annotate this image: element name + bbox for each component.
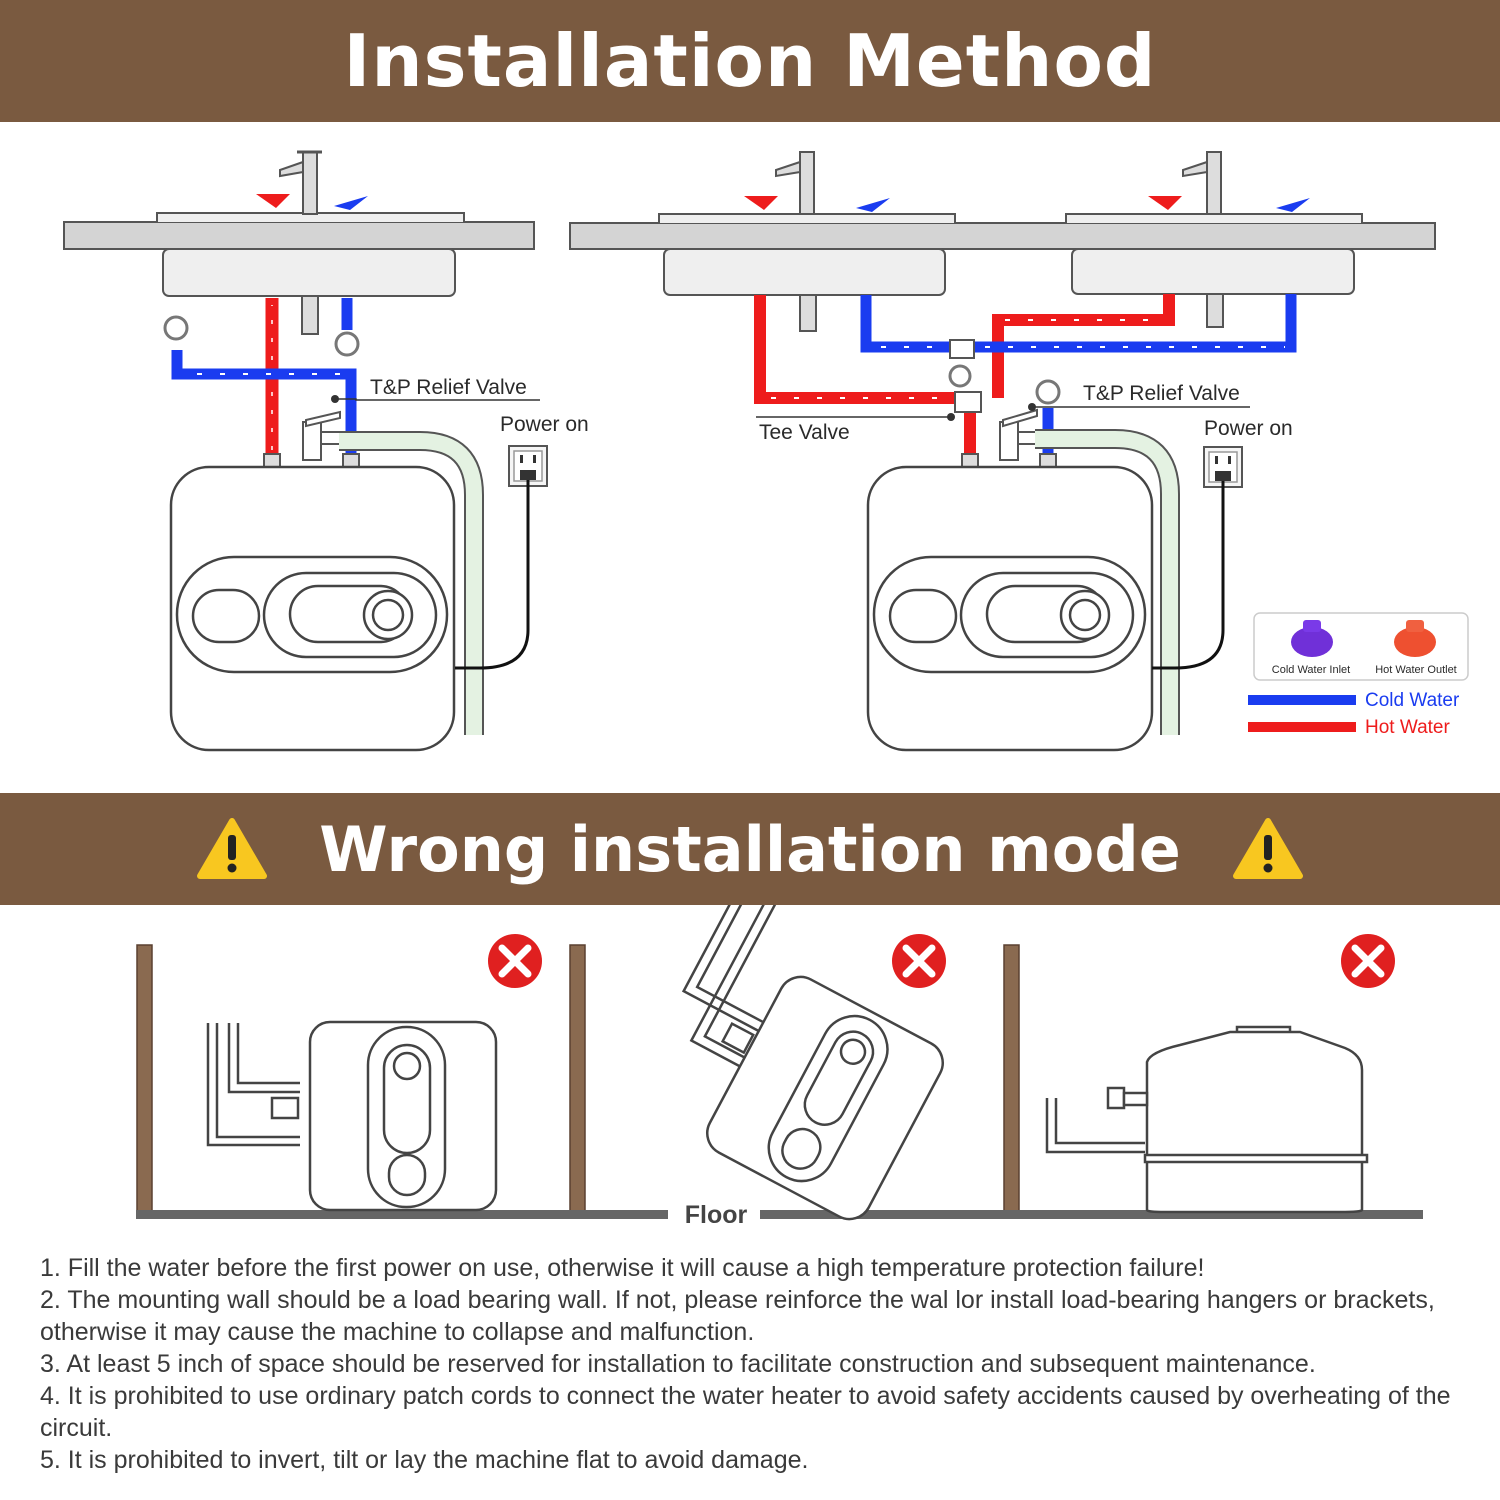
power-cord [1152, 481, 1225, 670]
wrong-mark-icon [1341, 934, 1395, 988]
wall [1003, 944, 1020, 1212]
drain-pipe [1206, 293, 1224, 328]
cold-handle-icon [856, 198, 890, 212]
installation-notes: 1. Fill the water before the first power… [40, 1252, 1470, 1476]
warning-icon [1232, 818, 1303, 879]
tee-valve-icon [948, 339, 982, 413]
hot-handle-icon [1148, 196, 1182, 210]
floor-line [136, 1210, 668, 1219]
tp-relief-valve-label: T&P Relief Valve [1083, 382, 1240, 405]
drain-hose [339, 433, 482, 735]
hot-handle-icon [256, 194, 290, 208]
single-sink-installation: T&P Relief Valve Power on [63, 150, 589, 752]
installation-method-banner: Installation Method [0, 0, 1500, 122]
warning-icon [197, 818, 268, 879]
cold-water-pipe [171, 298, 357, 455]
wrong-installation-banner: Wrong installation mode [0, 793, 1500, 905]
tp-relief-valve-icon [999, 408, 1038, 461]
valve-ring-icon [334, 331, 360, 357]
countertop [569, 222, 1436, 250]
hot-water-legend-label: Hot Water [1365, 717, 1450, 738]
note-item: 2. The mounting wall should be a load be… [40, 1286, 1435, 1346]
wall [569, 944, 586, 1212]
drain-pipe [799, 294, 817, 332]
note-item: 4. It is prohibited to use ordinary patc… [40, 1382, 1451, 1442]
tp-relief-valve-label: T&P Relief Valve [370, 376, 527, 399]
cold-water-legend-label: Cold Water [1365, 690, 1460, 711]
installation-method-title: Installation Method [343, 19, 1157, 103]
tee-valve-label: Tee Valve [759, 421, 850, 444]
tilted-heater [681, 858, 944, 1221]
sink-basin [663, 248, 946, 296]
hot-water-pipe [754, 294, 1175, 458]
hot-outlet-cap-icon [1394, 620, 1436, 657]
sideways-heater [206, 1020, 498, 1212]
power-outlet-icon [1203, 446, 1243, 488]
power-cord [455, 480, 530, 670]
note-item: 1. Fill the water before the first power… [40, 1254, 1205, 1282]
faucet-icon [775, 151, 815, 215]
floor-line [760, 1210, 1423, 1219]
valve-ring-icon [163, 315, 189, 341]
hot-water-swatch [1248, 722, 1356, 732]
wrong-mark-icon [892, 934, 946, 988]
cold-inlet-label: Cold Water Inlet [1272, 664, 1350, 676]
note-item: 3. At least 5 inch of space should be re… [40, 1350, 1316, 1378]
water-heater-unit [866, 465, 1154, 752]
flat-heater [1045, 1025, 1369, 1214]
cold-inlet-cap-icon [1291, 620, 1333, 657]
floor-label: Floor [685, 1201, 748, 1229]
drain-pipe [301, 295, 319, 335]
sink-basin [162, 248, 456, 297]
drain-hose [1035, 431, 1178, 735]
faucet-icon [279, 150, 322, 215]
tp-relief-valve-icon [302, 410, 342, 461]
power-on-label: Power on [1204, 417, 1293, 440]
faucet-icon [1182, 151, 1222, 215]
hot-handle-icon [744, 196, 778, 210]
cold-water-swatch [1248, 695, 1356, 705]
water-heater-unit [169, 465, 456, 752]
valve-ring-icon [1035, 379, 1061, 405]
note-item: 5. It is prohibited to invert, tilt or l… [40, 1446, 809, 1474]
legend: Cold Water Inlet Hot Water Outlet Cold W… [1248, 612, 1469, 738]
wrong-mark-icon [488, 934, 542, 988]
wrong-installation-title: Wrong installation mode [319, 812, 1181, 886]
wall [136, 944, 153, 1212]
double-sink-installation: Tee Valve T&P Relief Valve Power on [569, 151, 1436, 752]
wrong-installation-panels: Floor [136, 858, 1423, 1229]
hot-outlet-label: Hot Water Outlet [1375, 664, 1457, 676]
sink-basin [1071, 248, 1355, 295]
countertop [63, 221, 535, 250]
power-on-label: Power on [500, 413, 589, 436]
cold-handle-icon [1276, 198, 1310, 212]
cold-handle-icon [334, 196, 368, 210]
